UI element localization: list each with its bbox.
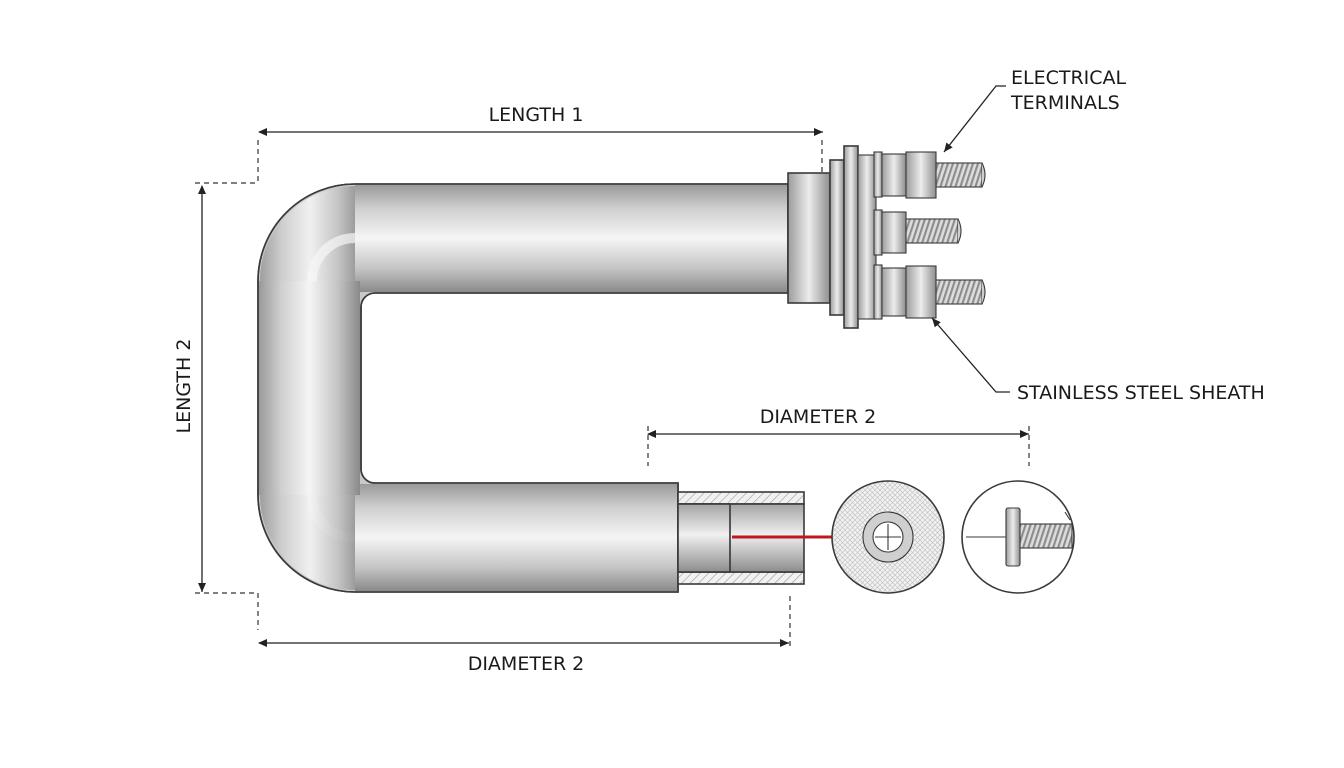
- electrical-terminal-3: [873, 264, 986, 320]
- length-1-label: LENGTH 1: [489, 104, 584, 126]
- electrical-terminal-1: [873, 151, 986, 199]
- length-2-label: LENGTH 2: [173, 339, 195, 434]
- diameter-2-top-dimension: [647, 426, 1030, 466]
- cross-section-view: [831, 480, 945, 594]
- stainless-steel-sheath-leader: [931, 317, 1010, 393]
- diameter-2-top-label: DIAMETER 2: [760, 406, 877, 428]
- length-1-dimension: [232, 128, 823, 184]
- terminal-flange: [787, 145, 877, 329]
- electrical-terminal-2: [873, 209, 962, 256]
- stainless-steel-sheath-label: STAINLESS STEEL SHEATH: [1017, 382, 1265, 404]
- terminal-detail-view: [961, 480, 1075, 594]
- u-tube-sheath: [257, 183, 789, 593]
- diameter-2-bottom-label: DIAMETER 2: [468, 653, 585, 675]
- electrical-terminals-leader: [943, 85, 1006, 153]
- length-2-dimension: [195, 182, 259, 630]
- electrical-terminals-label-line2: TERMINALS: [1010, 92, 1120, 114]
- electrical-terminals-label-line1: ELECTRICAL: [1011, 67, 1127, 89]
- diameter-2-bottom-dimension: [258, 596, 791, 650]
